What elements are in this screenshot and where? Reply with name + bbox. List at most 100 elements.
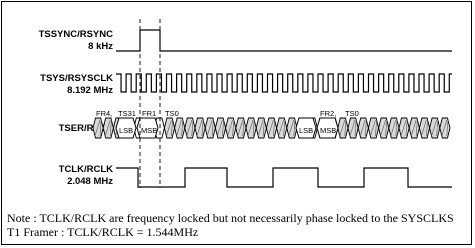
tser-hatched-cell xyxy=(398,117,410,139)
tser-hatch-line xyxy=(104,119,111,137)
annotation-ts0-b: TS0 xyxy=(345,109,359,118)
tser-hatch-line xyxy=(410,119,417,137)
tser-hatch-line xyxy=(446,119,449,137)
tser-hatch-line xyxy=(211,119,214,137)
tser-hatched-cell xyxy=(337,117,349,139)
tser-hatch-line xyxy=(247,119,254,137)
tser-bit-box xyxy=(295,117,317,139)
tser-hatch-line xyxy=(232,119,235,137)
tser-hatched-cell xyxy=(92,117,104,139)
tser-hatch-line xyxy=(176,119,182,137)
tser-hatched-cell xyxy=(214,117,227,139)
note-line-1: Note : TCLK/RCLK are frequency locked bu… xyxy=(7,211,454,225)
tser-hatched-cell xyxy=(347,117,359,139)
tser-hatched-cell xyxy=(439,117,451,139)
tser-hatch-line xyxy=(395,119,398,137)
tser-hatch-line xyxy=(257,119,264,137)
tser-hatched-cell xyxy=(194,117,206,139)
tser-hatched-cell xyxy=(265,117,278,139)
tser-hatch-line xyxy=(181,119,184,137)
tser-hatch-line xyxy=(339,119,346,137)
tclk-clock-line xyxy=(116,167,452,188)
tser-hatch-line xyxy=(217,119,223,137)
tser-hatch-line xyxy=(359,119,366,137)
tser-hatched-cell xyxy=(367,117,380,139)
tser-hatch-line xyxy=(94,119,101,137)
tser-hatched-cell xyxy=(225,117,237,139)
tser-hatch-line xyxy=(349,119,356,137)
tser-hatch-line xyxy=(400,119,407,137)
tser-hatch-line xyxy=(421,119,427,137)
tser-hatch-line xyxy=(385,119,388,137)
tser-hatch-line xyxy=(293,119,296,137)
tser-hatch-line xyxy=(186,119,193,137)
tser-hatched-cell xyxy=(235,117,247,139)
tser-hatch-line xyxy=(273,119,275,137)
tser-hatched-cell xyxy=(255,117,267,139)
tser-hatched-cell xyxy=(429,117,441,139)
tser-hatch-line xyxy=(283,119,286,137)
tser-bit-box xyxy=(115,117,137,139)
tser-hatch-line xyxy=(109,119,112,137)
tser-hatched-cell xyxy=(378,117,390,139)
tsys-waveform xyxy=(116,73,452,93)
tsys-freq: 8.192 MHz xyxy=(67,85,113,96)
tser-hatch-line xyxy=(201,119,204,137)
tser-hatch-line xyxy=(262,119,265,137)
tclk-waveform xyxy=(116,167,452,188)
tser-hatch-line xyxy=(364,119,367,137)
tser-hatch-line xyxy=(196,119,203,137)
annotation-msb-b: MSB xyxy=(320,126,336,135)
tser-hatch-line xyxy=(227,119,233,137)
tser-hatch-line xyxy=(237,119,244,137)
annotation-ts0-a: TS0 xyxy=(165,109,179,118)
tser-hatch-line xyxy=(206,119,213,137)
tser-hatched-cell xyxy=(388,117,400,139)
tser-hatch-line xyxy=(252,119,255,137)
tser-waveform xyxy=(92,117,451,139)
tsys-clock-line xyxy=(116,73,452,93)
tser-hatch-line xyxy=(268,119,274,137)
tser-hatch-line xyxy=(431,119,437,137)
tser-hatched-cell xyxy=(184,117,196,139)
annotation-ts31: TS31 xyxy=(118,109,136,118)
annotation-lsb-a: LSB xyxy=(119,126,133,135)
tssync-waveform xyxy=(116,29,452,52)
tser-hatch-line xyxy=(426,119,428,137)
tser-hatched-cell xyxy=(245,117,257,139)
tser-hatch-line xyxy=(191,119,194,137)
tser-hatch-line xyxy=(171,119,173,137)
tser-hatch-line xyxy=(354,119,357,137)
tser-hatch-line xyxy=(242,119,245,137)
tser-hatched-cell xyxy=(286,117,298,139)
tser-bit-box xyxy=(316,117,339,139)
tsys-label: TSYS/RSYSCLK xyxy=(40,73,113,84)
tser-hatch-line xyxy=(99,119,102,137)
tclk-freq: 2.048 MHz xyxy=(67,176,113,187)
tser-hatch-line xyxy=(375,119,377,137)
tser-hatched-cell xyxy=(357,117,369,139)
tser-hatched-cell xyxy=(204,117,216,139)
annotation-fr4: FR4, xyxy=(96,109,112,118)
annotation-lsb-b: LSB xyxy=(299,126,313,135)
tser-hatch-line xyxy=(222,119,224,137)
tser-hatch-line xyxy=(436,119,439,137)
tser-hatched-cell xyxy=(163,117,176,139)
tser-hatch-line xyxy=(344,119,347,137)
tser-hatched-cell xyxy=(174,117,186,139)
tser-hatched-cell xyxy=(418,117,431,139)
tclk-label: TCLK/RCLK xyxy=(59,164,113,175)
tser-hatch-line xyxy=(380,119,386,137)
tser-hatch-line xyxy=(370,119,376,137)
tser-hatch-line xyxy=(390,119,397,137)
tser-hatch-line xyxy=(288,119,295,137)
tser-label: TSER/RSER xyxy=(59,123,114,134)
annotation-fr2: FR2, xyxy=(320,109,336,118)
note-line-2: T1 Framer : TCLK/RCLK = 1.544MHz xyxy=(7,225,199,239)
tser-hatched-cell xyxy=(276,117,288,139)
tssync-label: TSSYNC/RSYNC xyxy=(39,29,114,40)
tssync-freq: 8 kHz xyxy=(88,41,113,52)
tser-hatched-cell xyxy=(408,117,420,139)
